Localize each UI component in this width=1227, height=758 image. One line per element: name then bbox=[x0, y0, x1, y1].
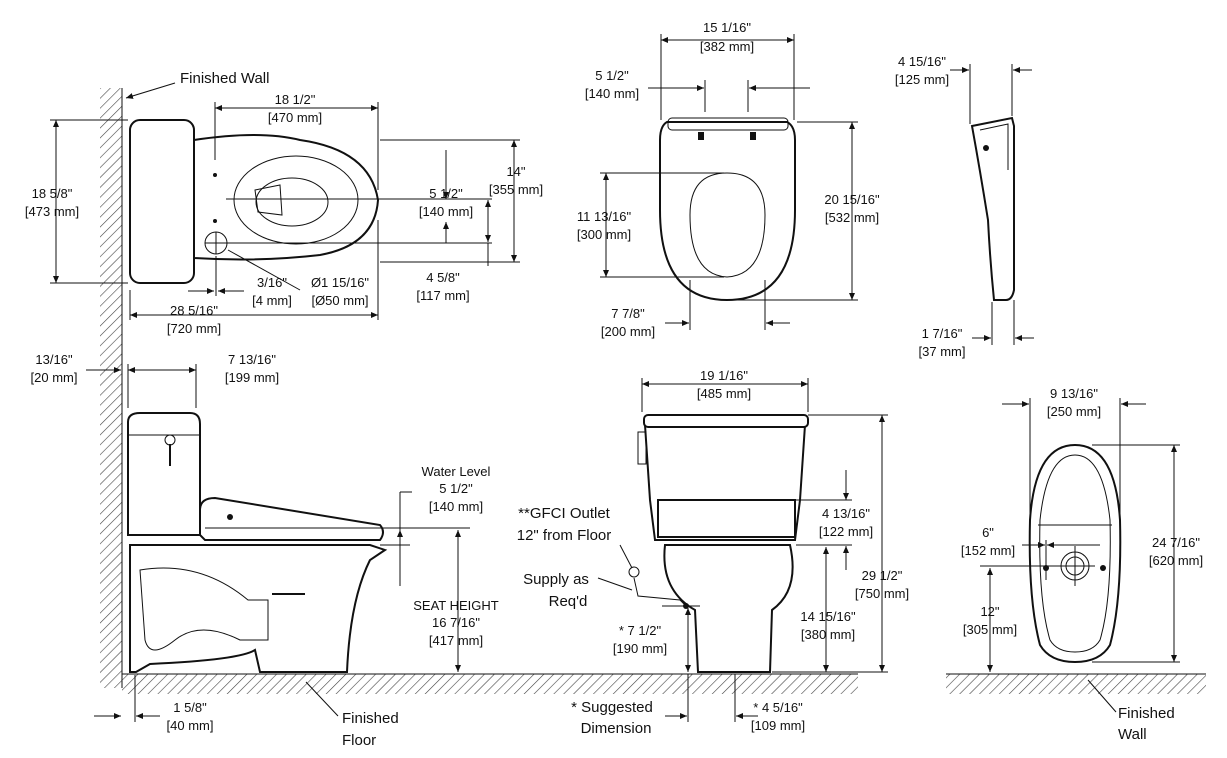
dim-supply-h-in: * 7 1/2" bbox=[619, 623, 662, 638]
base-view-toilet bbox=[1028, 443, 1122, 664]
dim-top-width-mm: [470 mm] bbox=[268, 110, 322, 125]
dim-hinge-in: 5 1/2" bbox=[595, 68, 629, 83]
dim-seat-side-h-mm: [125 mm] bbox=[895, 72, 949, 87]
dim-bowl-4-58-in: 4 5/8" bbox=[426, 270, 460, 285]
top-view-dims bbox=[50, 82, 520, 320]
dim-hinge-mm: [140 mm] bbox=[585, 86, 639, 101]
dim-seat-l-mm: [532 mm] bbox=[825, 210, 879, 225]
dim-rim-h-in: 14 15/16" bbox=[800, 609, 856, 624]
dim-wall-gap-in: 13/16" bbox=[35, 352, 73, 367]
seat-side-view bbox=[970, 116, 1015, 301]
dim-seat-side-t-in: 1 7/16" bbox=[922, 326, 963, 341]
dim-total-h-in: 29 1/2" bbox=[862, 568, 903, 583]
top-view-toilet bbox=[129, 119, 380, 284]
dim-base-l-mm: [620 mm] bbox=[1149, 553, 1203, 568]
label-finished-wall-top: Finished Wall bbox=[180, 70, 269, 87]
front-view-toilet bbox=[628, 414, 809, 673]
seat-top-dims bbox=[600, 34, 858, 330]
dim-top-width-in: 18 1/2" bbox=[275, 92, 316, 107]
dim-seat-side-h-in: 4 15/16" bbox=[898, 54, 946, 69]
dim-supply-off-mm: [109 mm] bbox=[751, 718, 805, 733]
dim-top-height-mm: [473 mm] bbox=[25, 204, 79, 219]
label-finished-floor-2: Floor bbox=[342, 732, 376, 749]
dim-seat-w-in: 15 1/16" bbox=[703, 20, 751, 35]
label-gfci-1: **GFCI Outlet bbox=[518, 505, 611, 522]
dim-rough12-in: 12" bbox=[980, 604, 999, 619]
dim-total-h-mm: [750 mm] bbox=[855, 586, 909, 601]
dim-front-w-in: 19 1/16" bbox=[700, 368, 748, 383]
dim-seat-l-in: 20 15/16" bbox=[824, 192, 880, 207]
label-supply-1: Supply as bbox=[523, 571, 589, 588]
dim-tank-d-mm: [199 mm] bbox=[225, 370, 279, 385]
dim-bowl-5-12-in: 5 1/2" bbox=[429, 186, 463, 201]
seat-top-view bbox=[659, 117, 796, 302]
dim-water-mm: [140 mm] bbox=[429, 499, 483, 514]
dim-seat-h-mm: [417 mm] bbox=[429, 633, 483, 648]
label-supply-2: Req'd bbox=[549, 593, 588, 610]
dim-base-l-in: 24 7/16" bbox=[1152, 535, 1200, 550]
dim-supply-h-mm: [190 mm] bbox=[613, 641, 667, 656]
dim-open-w-in: 7 7/8" bbox=[611, 306, 645, 321]
label-finished-floor-1: Finished bbox=[342, 710, 399, 727]
dim-offset-in: 3/16" bbox=[257, 275, 287, 290]
label-suggested-1: * Suggested bbox=[571, 699, 653, 716]
dim-rough-in: 1 5/8" bbox=[173, 700, 207, 715]
seat-side-dims bbox=[950, 64, 1034, 345]
dim-dia-in: Ø1 15/16" bbox=[311, 275, 369, 290]
base-view-dims bbox=[980, 398, 1180, 713]
label-finished-wall-right-1: Finished bbox=[1118, 705, 1175, 722]
dim-length-mm: [720 mm] bbox=[167, 321, 221, 336]
dim-base-w-in: 9 13/16" bbox=[1050, 386, 1098, 401]
dim-bowl-5-12-mm: [140 mm] bbox=[419, 204, 473, 219]
label-gfci-2: 12" from Floor bbox=[517, 527, 612, 544]
dim-rough-mm: [40 mm] bbox=[167, 718, 214, 733]
label-finished-wall-right-2: Wall bbox=[1118, 726, 1147, 743]
dim-top-height-in: 18 5/8" bbox=[32, 186, 73, 201]
dim-seat-h-in: 16 7/16" bbox=[432, 615, 480, 630]
dim-rim-h-mm: [380 mm] bbox=[801, 627, 855, 642]
side-view-toilet bbox=[127, 412, 388, 673]
floor-right bbox=[946, 673, 1206, 694]
label-seat-height: SEAT HEIGHT bbox=[413, 598, 499, 613]
dim-open-w-mm: [200 mm] bbox=[601, 324, 655, 339]
dim-rough12-mm: [305 mm] bbox=[963, 622, 1017, 637]
dim-dia-mm: [Ø50 mm] bbox=[311, 293, 368, 308]
dim-open-l-mm: [300 mm] bbox=[577, 227, 631, 242]
front-view-dims bbox=[597, 378, 888, 722]
dim-supply-off-in: * 4 5/16" bbox=[753, 700, 803, 715]
dim-bowl-14-in: 14" bbox=[506, 164, 525, 179]
dim-wall-gap-mm: [20 mm] bbox=[31, 370, 78, 385]
label-water-level: Water Level bbox=[422, 464, 491, 479]
dim-water-in: 5 1/2" bbox=[439, 481, 473, 496]
dim-bowl-14-mm: [355 mm] bbox=[489, 182, 543, 197]
dim-seat-side-t-mm: [37 mm] bbox=[919, 344, 966, 359]
dim-front-w-mm: [485 mm] bbox=[697, 386, 751, 401]
dim-flange-mm: [152 mm] bbox=[961, 543, 1015, 558]
left-wall bbox=[100, 88, 123, 688]
dim-tank-h-in: 4 13/16" bbox=[822, 506, 870, 521]
dim-base-w-mm: [250 mm] bbox=[1047, 404, 1101, 419]
dim-tank-h-mm: [122 mm] bbox=[819, 524, 873, 539]
label-suggested-2: Dimension bbox=[581, 720, 652, 737]
dim-open-l-in: 11 13/16" bbox=[577, 209, 632, 224]
dim-offset-mm: [4 mm] bbox=[252, 293, 292, 308]
dim-tank-d-in: 7 13/16" bbox=[228, 352, 276, 367]
dim-length-in: 28 5/16" bbox=[170, 303, 218, 318]
side-view-dims bbox=[86, 364, 470, 722]
dim-bowl-4-58-mm: [117 mm] bbox=[416, 288, 469, 303]
dim-seat-w-mm: [382 mm] bbox=[700, 39, 754, 54]
dim-flange-in: 6" bbox=[982, 525, 994, 540]
floor-left bbox=[122, 673, 858, 694]
